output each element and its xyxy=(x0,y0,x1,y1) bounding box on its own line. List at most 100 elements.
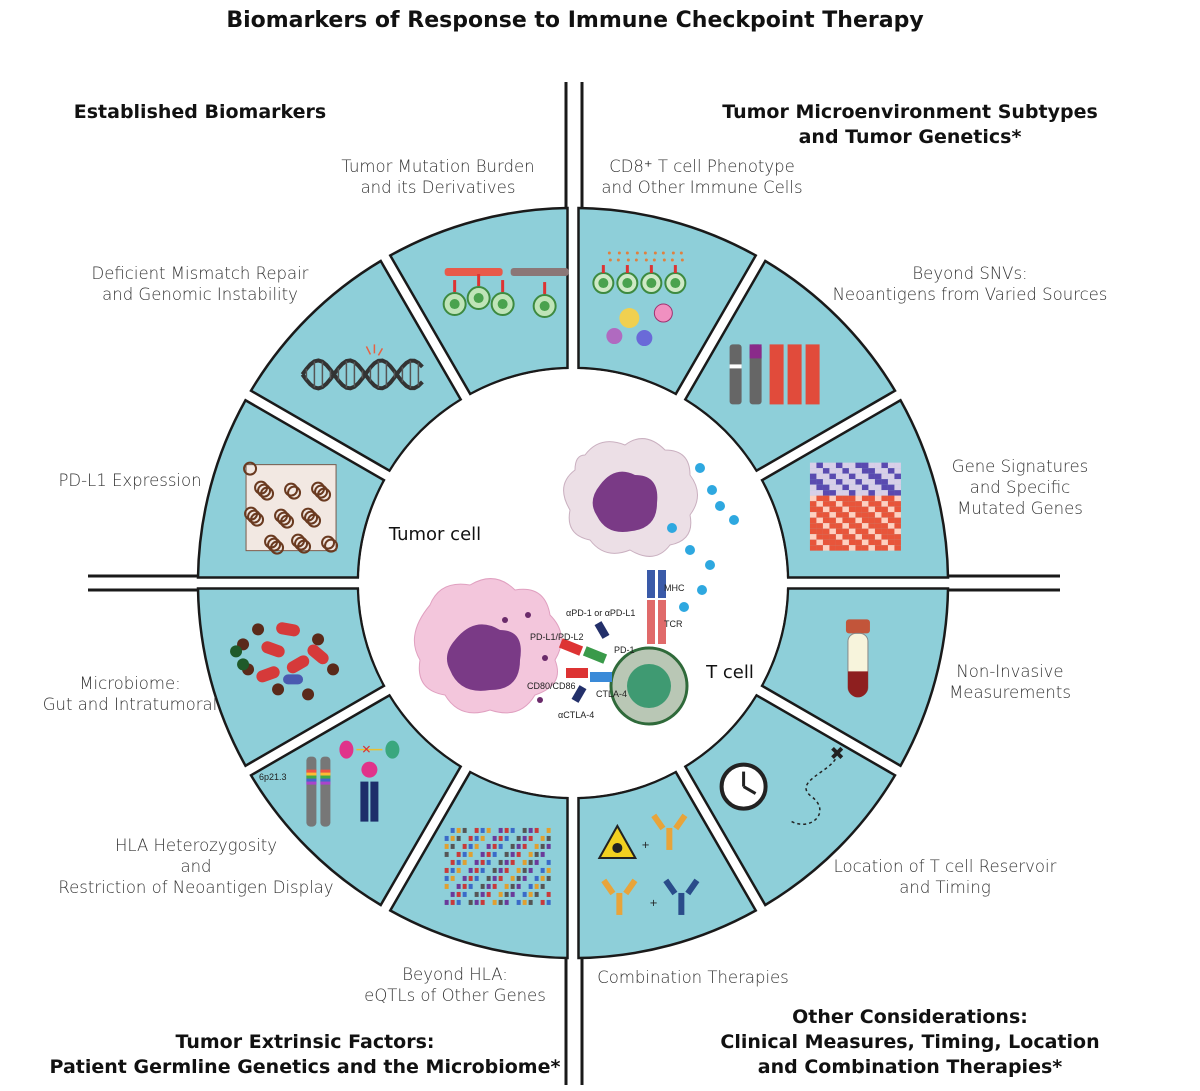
eqtl-cell xyxy=(522,843,527,849)
band xyxy=(749,344,762,359)
stained-cell xyxy=(267,537,282,552)
header-line: Patient Germline Genetics and the Microb… xyxy=(49,1056,561,1078)
eqtl-cell xyxy=(450,875,455,881)
neoantigen-bar xyxy=(769,344,784,405)
anti-ctla4-label: αCTLA-4 xyxy=(558,710,595,720)
heatmap-cell xyxy=(822,495,830,502)
heatmap-cell xyxy=(842,545,849,551)
heatmap-cell xyxy=(848,545,856,551)
heatmap-cell xyxy=(881,539,888,546)
myeloid-cell xyxy=(619,308,640,329)
heatmap-cell xyxy=(868,528,875,535)
stained-cell xyxy=(291,533,306,548)
eqtl-cell xyxy=(486,827,491,833)
eqtl-cell xyxy=(450,827,455,833)
pdl1-molecule xyxy=(558,638,584,656)
cytokine-dot xyxy=(607,251,611,255)
t-cell-nucleus xyxy=(627,664,671,708)
receptor xyxy=(673,265,677,274)
label-line: and Timing xyxy=(899,878,991,897)
eqtl-cell xyxy=(486,875,491,881)
heatmap-cell xyxy=(835,484,843,491)
heatmap-cell xyxy=(894,539,901,546)
eqtl-cell xyxy=(474,843,479,849)
heatmap-cell xyxy=(861,490,869,496)
heatmap-cell xyxy=(829,539,836,546)
chromosome xyxy=(320,756,331,827)
hla-molecule xyxy=(370,781,379,822)
heatmap-cell xyxy=(868,506,875,513)
heatmap-cell xyxy=(835,517,843,524)
heatmap-cell xyxy=(874,479,882,485)
nucleus xyxy=(449,299,460,310)
eqtl-cell xyxy=(498,835,503,841)
label-combination: Combination Therapies xyxy=(583,967,803,988)
mutation-bar xyxy=(510,268,569,277)
eqtl-cell xyxy=(516,875,521,881)
eqtl-cell xyxy=(480,827,485,833)
heatmap-cell xyxy=(894,479,901,485)
nucleus xyxy=(539,301,550,312)
allele-band xyxy=(320,781,331,785)
eqtl-cell xyxy=(480,851,485,857)
heatmap-cell xyxy=(887,506,895,513)
heatmap-cell xyxy=(874,517,882,524)
eqtl-cell xyxy=(540,835,545,841)
bacterium xyxy=(286,655,310,674)
band xyxy=(729,364,742,369)
eqtl-cell xyxy=(480,859,485,865)
heatmap-cell xyxy=(861,468,869,474)
heatmap-cell xyxy=(848,501,856,507)
eqtl-cell xyxy=(456,859,461,865)
heatmap-cell xyxy=(855,484,862,491)
heatmap-cell xyxy=(894,545,901,551)
segment-7 xyxy=(249,693,463,907)
heatmap-cell xyxy=(881,484,888,491)
heatmap-cell xyxy=(835,506,843,513)
heatmap-cell xyxy=(829,506,836,513)
eqtl-cell xyxy=(528,835,533,841)
heatmap-cell xyxy=(855,473,862,480)
heatmap-cell xyxy=(887,462,895,469)
heatmap-cell xyxy=(855,545,862,551)
heatmap-cell xyxy=(809,512,817,518)
eqtl-cell xyxy=(504,835,509,841)
heatmap-cell xyxy=(887,512,895,518)
eqtl-cell xyxy=(522,867,527,873)
eqtl-cell xyxy=(456,835,461,841)
heatmap-cell xyxy=(881,462,888,469)
cytokine-dot xyxy=(652,258,656,262)
stained-cell xyxy=(254,480,269,495)
eqtl-cell xyxy=(540,867,545,873)
heatmap-cell xyxy=(822,468,830,474)
neoantigen-bar xyxy=(787,344,802,405)
heatmap-cell xyxy=(855,517,862,524)
stained-cell xyxy=(247,509,262,524)
heatmap-cell xyxy=(848,512,856,518)
heatmap-cell xyxy=(881,468,888,474)
heatmap-cell xyxy=(835,545,843,551)
heatmap-cell xyxy=(848,517,856,524)
eqtl-cell xyxy=(522,899,527,905)
heatmap-cell xyxy=(848,484,856,491)
destination-mark: ✖ xyxy=(830,744,845,765)
blood-sample xyxy=(847,671,868,698)
eqtl-cell xyxy=(534,827,539,833)
damage-mark xyxy=(365,344,384,356)
clock-hand xyxy=(742,785,757,795)
tcr-label: TCR xyxy=(664,619,683,629)
heatmap-cell xyxy=(835,462,843,469)
header-other-considerations: Other Considerations: Clinical Measures,… xyxy=(700,1005,1120,1080)
label-non-invasive: Non-Invasive Measurements xyxy=(910,661,1110,703)
antibody-icon xyxy=(601,878,616,896)
heatmap-cell xyxy=(881,490,888,496)
heatmap-cell xyxy=(887,484,895,491)
nucleus xyxy=(473,293,484,304)
microbe-dot xyxy=(230,645,243,658)
heatmap-cell xyxy=(874,539,882,546)
pdl1-label: PD-L1/PD-L2 xyxy=(530,632,584,642)
stained-cell xyxy=(244,506,259,521)
heatmap-cell xyxy=(868,462,875,469)
segment-icons: ✕++✖ xyxy=(230,251,901,915)
heatmap-cell xyxy=(887,545,895,551)
